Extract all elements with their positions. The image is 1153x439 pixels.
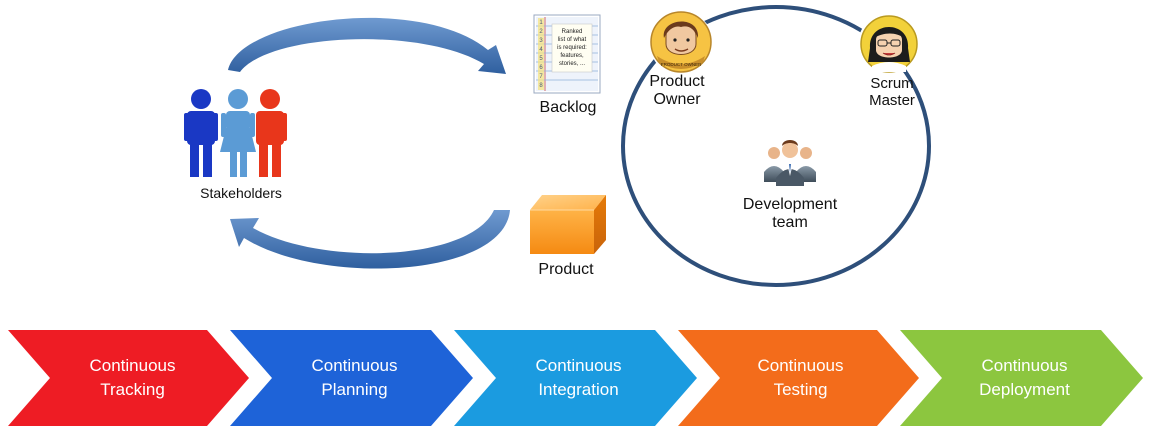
development-team-label-line1: Development [742,196,838,213]
development-team-label: Development team [730,196,850,231]
scrum-master-label: Scrum Master [852,75,932,109]
arrow-to-stakeholders [230,210,510,269]
chevron-label-line2: Testing [773,380,828,399]
chevron-label-line1: Continuous [757,355,844,375]
chevron-stage-integration [454,330,697,426]
backlog-note-line: stories, ... [559,61,585,67]
chevron-label-planning: Continuous Planning [262,330,447,426]
backlog-row-number: 1 [539,20,543,26]
backlog-row-number: 6 [539,65,543,71]
backlog-row-number: 7 [539,74,543,80]
scrum-team-circle [621,5,931,287]
product-owner-label-line2: Owner [653,90,701,108]
chevron-label-testing: Continuous Testing [708,330,893,426]
scrum-master-avatar-icon [860,15,918,73]
development-team-icon [764,140,816,186]
stakeholders-label: Stakeholders [200,185,282,201]
chevron-label-line2: Integration [538,380,619,399]
product-label: Product [538,261,594,278]
backlog-note-line: list of what [558,37,587,43]
backlog-row-number: 4 [539,47,543,53]
chevron-stage-tracking [8,330,249,426]
chevron-stage-deployment [900,330,1143,426]
backlog-row-number: 3 [539,38,543,44]
chevron-label-line1: Continuous [311,355,398,375]
chevron-label-line1: Continuous [535,355,622,375]
chevron-label-line2: Deployment [979,380,1070,399]
stakeholders-icon [184,89,287,177]
product-owner-label: Product Owner [632,73,722,108]
scrum-master-label-line2: Master [869,91,915,109]
pipeline-chevrons [8,330,1143,426]
backlog-label: Backlog [539,99,597,116]
chevron-label-line2: Planning [321,380,388,399]
product-box-icon [530,195,606,254]
product-owner-avatar-icon: PRODUCT OWNER [650,11,712,73]
chevron-label-line1: Continuous [89,355,176,375]
chevron-stage-planning [230,330,473,426]
backlog-document-icon: 1 2 3 4 5 6 7 8 Ranked list of what is required… [533,14,601,94]
backlog-row-number: 2 [539,29,543,35]
chevron-stage-testing [678,330,919,426]
scrum-master-label-line1: Scrum [870,75,914,92]
product-owner-label-line1: Product [649,73,705,90]
backlog-note-line: Ranked [562,29,583,35]
chevron-label-line1: Continuous [981,355,1068,375]
backlog-note-line: is required: [557,45,587,51]
backlog-row-number: 5 [539,56,543,62]
chevron-label-deployment: Continuous Deployment [932,330,1117,426]
chevron-label-integration: Continuous Integration [486,330,671,426]
backlog-row-number: 8 [539,83,543,89]
backlog-note-line: features, [560,53,584,59]
development-team-label-line2: team [772,213,808,231]
arrow-to-backlog [228,17,506,74]
product-owner-badge-text: PRODUCT OWNER [661,62,702,67]
chevron-label-tracking: Continuous Tracking [40,330,225,426]
chevron-label-line2: Tracking [100,380,165,399]
